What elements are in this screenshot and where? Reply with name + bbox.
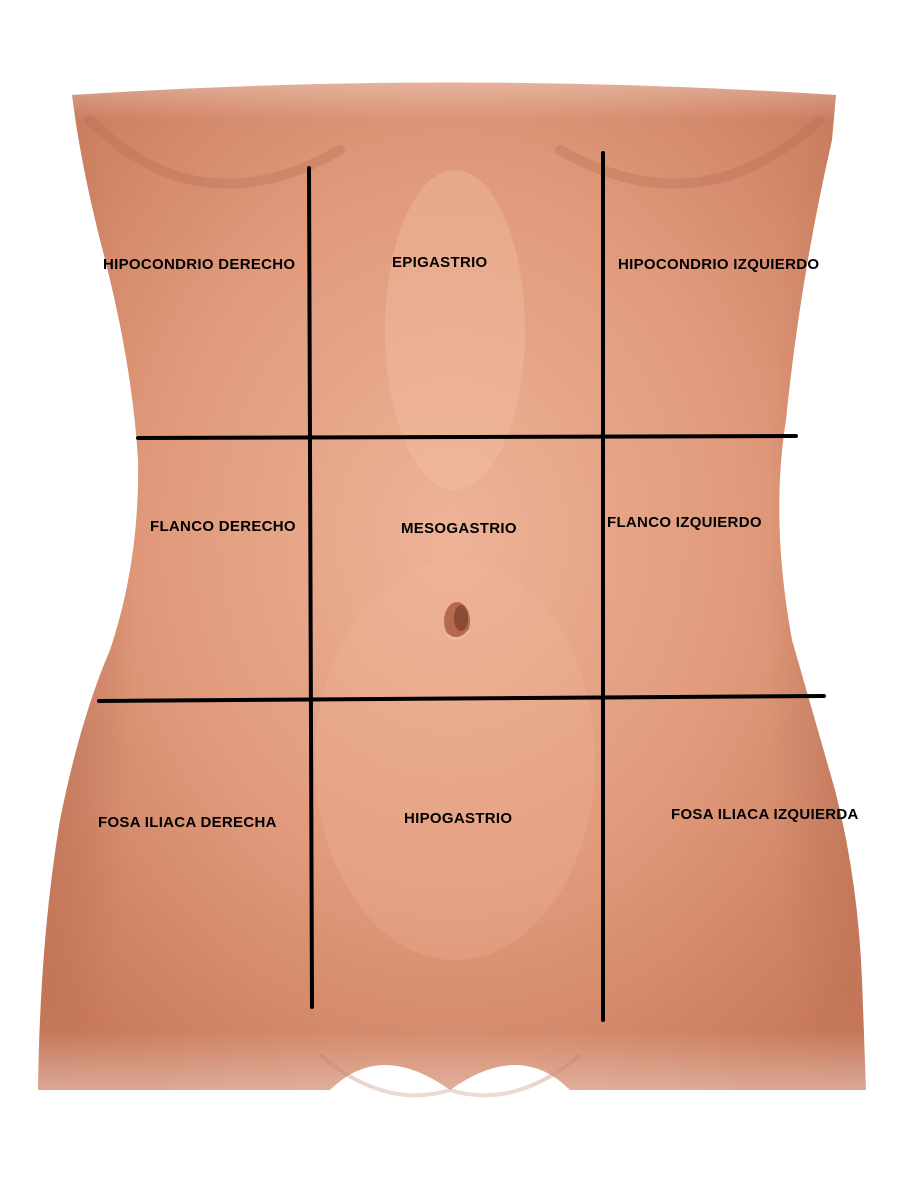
- torso-body: [38, 82, 866, 1090]
- left-breast-shadow: [555, 115, 825, 189]
- label-fosa-iliaca-izquierda: FOSA ILIACA IZQUIERDA: [671, 806, 859, 823]
- horizontal-line-subcostal: [136, 434, 798, 440]
- label-flanco-derecho: FLANCO DERECHO: [150, 518, 296, 535]
- vertical-line-right-midclavicular: [307, 166, 314, 1009]
- label-hipocondrio-derecho: HIPOCONDRIO DERECHO: [103, 256, 296, 273]
- navel: [444, 602, 472, 641]
- label-epigastrio: EPIGASTRIO: [392, 254, 488, 271]
- right-breast-shadow: [85, 115, 345, 189]
- region-dividers: [97, 151, 826, 1022]
- label-flanco-izquierdo: FLANCO IZQUIERDO: [607, 514, 762, 531]
- label-hipocondrio-izquierdo: HIPOCONDRIO IZQUIERDO: [618, 256, 820, 273]
- label-mesogastrio: MESOGASTRIO: [401, 520, 517, 537]
- horizontal-line-intertubercular: [97, 694, 826, 703]
- label-hipogastrio: HIPOGASTRIO: [404, 810, 513, 827]
- label-fosa-iliaca-derecha: FOSA ILIACA DERECHA: [98, 814, 277, 831]
